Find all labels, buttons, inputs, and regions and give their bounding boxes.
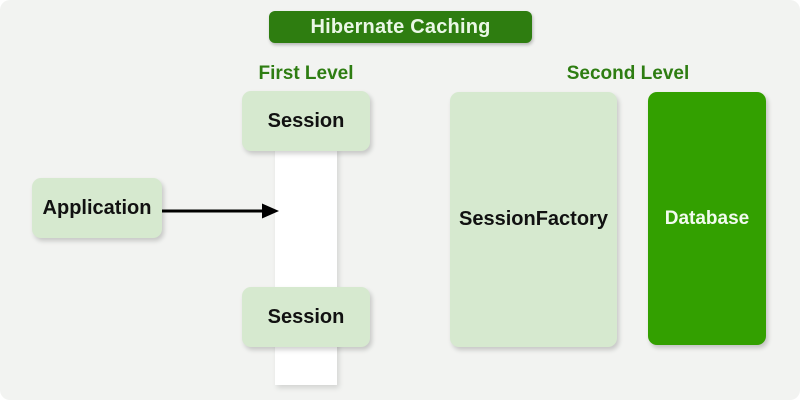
session-box-top: Session [242,91,370,151]
second-level-heading: Second Level [566,63,690,84]
diagram-title: Hibernate Caching [269,11,532,43]
arrow-right-icon [162,203,279,219]
application-box: Application [32,178,162,238]
session-factory-box: SessionFactory [450,92,617,347]
application-to-session-arrow [162,200,280,222]
first-level-heading: First Level [258,63,354,84]
session-box-bottom: Session [242,287,370,347]
session-lifeline-bar [275,148,337,385]
database-box: Database [648,92,766,345]
